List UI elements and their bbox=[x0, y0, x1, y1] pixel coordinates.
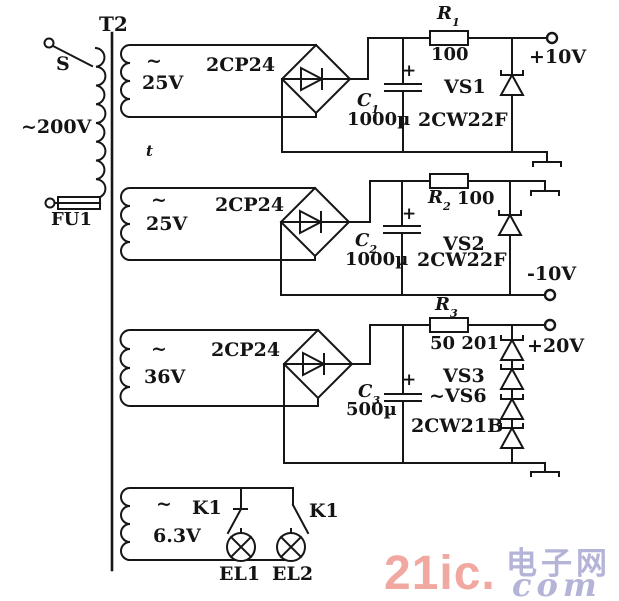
terminal-minus10v bbox=[543, 288, 557, 302]
label-mains-voltage: ~200V bbox=[21, 116, 92, 138]
label-contact-k1-1: K1 bbox=[192, 497, 222, 519]
secondary-winding-3 bbox=[119, 329, 319, 407]
contact-k1-1 bbox=[226, 487, 248, 535]
bridge-rectifier-2 bbox=[279, 186, 351, 258]
label-resistor-r1: R1 bbox=[437, 3, 460, 29]
label-zener-vs2: VS2 bbox=[443, 233, 485, 255]
terminal-plus10v bbox=[545, 31, 559, 45]
secondary-winding-4 bbox=[120, 487, 294, 561]
r3-sub: 3 bbox=[449, 307, 458, 321]
c2-sub: 2 bbox=[369, 243, 378, 257]
label-zener-vs1-type: 2CW22F bbox=[418, 109, 508, 131]
label-resistor-r3: R3 bbox=[435, 294, 458, 320]
stage3-dc-rail bbox=[351, 324, 546, 365]
r2-base: R bbox=[428, 187, 443, 208]
zener-vs2 bbox=[497, 180, 523, 296]
capacitor-c1 bbox=[384, 37, 422, 153]
label-rectifier-3: 2CP24 bbox=[211, 339, 281, 361]
power-switch-s bbox=[43, 37, 94, 68]
label-cap-c1-plus: + bbox=[402, 61, 417, 81]
c3-sub: 3 bbox=[372, 394, 381, 408]
secondary-winding-1 bbox=[120, 44, 317, 118]
label-cap-c1: C1 bbox=[357, 90, 379, 116]
watermark-cn-text: 电子网 bbox=[506, 546, 611, 582]
label-lamp-el2: EL2 bbox=[272, 563, 314, 585]
stage2-dc-rail bbox=[280, 221, 546, 296]
label-contact-k1-2: K1 bbox=[309, 500, 339, 522]
label-output-plus20v: +20V bbox=[527, 335, 585, 357]
ground-symbol-3 bbox=[283, 363, 560, 477]
label-winding3-tilde: ~ bbox=[151, 338, 167, 360]
label-winding2-tilde: ~ bbox=[151, 189, 167, 211]
label-cap-c3: C3 bbox=[358, 381, 380, 407]
resistor-r2 bbox=[429, 173, 469, 189]
label-winding3-voltage: 36V bbox=[144, 366, 186, 388]
c3-base: C bbox=[358, 381, 373, 402]
capacitor-c2 bbox=[383, 180, 421, 296]
label-rectifier-1: 2CP24 bbox=[206, 54, 276, 76]
bridge-rectifier-3 bbox=[282, 328, 354, 400]
resistor-r1 bbox=[429, 30, 469, 46]
label-zener-vs1: VS1 bbox=[444, 76, 486, 98]
c1-sub: 1 bbox=[371, 103, 380, 117]
lamp-el1 bbox=[226, 528, 256, 562]
label-switch-s: S bbox=[56, 53, 70, 75]
label-fuse-fu1: FU1 bbox=[51, 209, 93, 230]
label-resistor-r2-value: 100 bbox=[457, 188, 495, 209]
label-resistor-r3-value: 50 201 bbox=[430, 333, 499, 354]
label-zener-vs3: VS3 bbox=[443, 365, 485, 387]
label-output-minus10v: -10V bbox=[527, 263, 577, 285]
watermark-tld: com bbox=[512, 566, 602, 601]
zener-vs1 bbox=[499, 37, 525, 153]
capacitor-c3 bbox=[384, 324, 422, 464]
label-zener-vs2-type: 2CW22F bbox=[417, 249, 507, 271]
secondary-winding-2 bbox=[120, 187, 316, 261]
label-winding1-tilde: ~ bbox=[146, 50, 162, 72]
label-winding1-voltage: 25V bbox=[142, 72, 184, 94]
label-zener-vs6-range: ~VS6 bbox=[429, 385, 487, 407]
c2-base: C bbox=[355, 230, 370, 251]
r1-sub: 1 bbox=[451, 16, 460, 30]
primary-winding bbox=[93, 46, 107, 205]
label-resistor-r1-value: 100 bbox=[431, 44, 469, 65]
stage1-dc-rail bbox=[349, 37, 548, 80]
label-zener-vs3-type: 2CW21B bbox=[411, 415, 504, 437]
r2-sub: 2 bbox=[442, 200, 451, 214]
stage2-ground-rail bbox=[348, 180, 560, 223]
c1-base: C bbox=[357, 90, 372, 111]
resistor-r3 bbox=[429, 317, 469, 333]
bridge-rectifier-1 bbox=[280, 43, 352, 115]
terminal-plus20v bbox=[543, 318, 557, 332]
label-tap-mark: t bbox=[146, 142, 153, 160]
label-rectifier-2: 2CP24 bbox=[215, 194, 285, 216]
label-resistor-r2: R2 bbox=[428, 187, 451, 213]
label-output-plus10v: +10V bbox=[529, 46, 587, 68]
label-cap-c2: C2 bbox=[355, 230, 377, 256]
label-winding2-voltage: 25V bbox=[146, 213, 188, 235]
ground-symbol-1 bbox=[281, 78, 562, 167]
label-cap-c3-plus: + bbox=[402, 370, 417, 390]
contact-k1-2 bbox=[291, 487, 310, 535]
label-cap-c1-value: 1000µ bbox=[347, 109, 411, 130]
lamp-el2 bbox=[276, 528, 306, 562]
label-winding4-tilde: ~ bbox=[156, 493, 172, 515]
r1-base: R bbox=[437, 3, 452, 24]
watermark-brand: 21ic. bbox=[384, 547, 496, 600]
label-cap-c2-value: 1000µ bbox=[345, 249, 409, 270]
r3-base: R bbox=[435, 294, 450, 315]
label-lamp-el1: EL1 bbox=[219, 563, 261, 585]
label-transformer-t2: T2 bbox=[99, 12, 128, 36]
zener-chain-vs3-vs6 bbox=[499, 324, 525, 464]
fuse-fu1 bbox=[44, 196, 101, 210]
label-cap-c3-value: 500µ bbox=[346, 399, 397, 420]
label-cap-c2-plus: + bbox=[402, 204, 417, 224]
label-winding4-voltage: 6.3V bbox=[153, 525, 201, 547]
